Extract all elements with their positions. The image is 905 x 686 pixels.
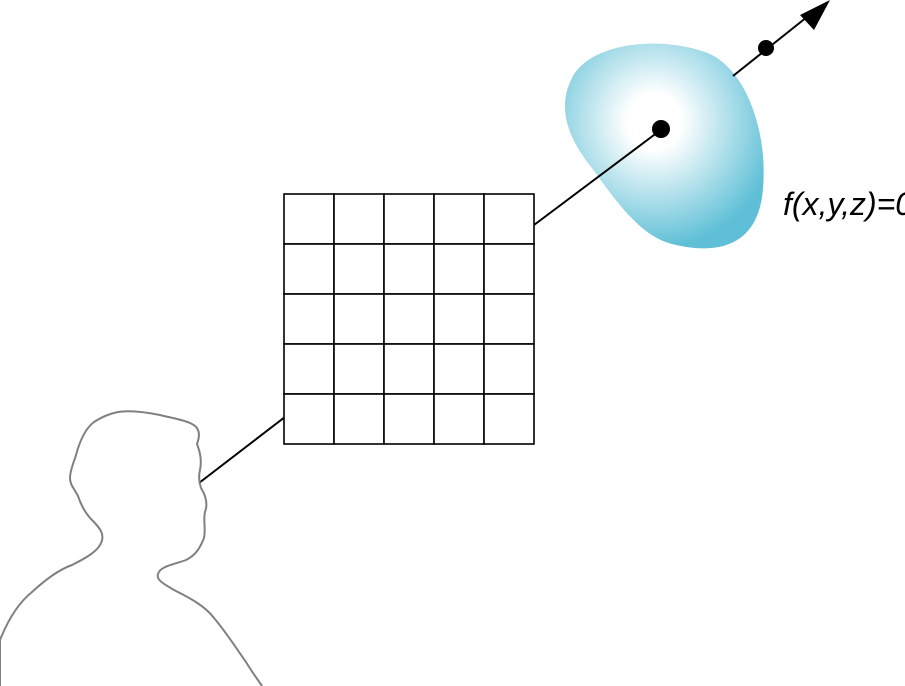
grid-cell [483, 293, 535, 345]
grid-cell [433, 343, 485, 395]
grid-cell [483, 343, 535, 395]
grid-cell [383, 293, 435, 345]
grid-cell [433, 243, 485, 295]
grid-cell [383, 393, 435, 445]
implicit-surface-blob [564, 43, 764, 249]
grid-cell [433, 393, 485, 445]
grid-cell [283, 293, 335, 345]
grid-cell [283, 243, 335, 295]
surface-equation-label: f(x,y,z)=0 [783, 186, 905, 222]
ray-arrowhead [800, 0, 830, 30]
grid-cell [483, 243, 535, 295]
grid-cell [283, 393, 335, 445]
grid-cell [433, 293, 485, 345]
grid-cell [333, 243, 385, 295]
grid-cell [283, 193, 335, 245]
grid-cell [333, 193, 385, 245]
grid-cell [383, 193, 435, 245]
viewer-silhouette [0, 410, 263, 686]
grid-cell [333, 293, 385, 345]
grid-cell [333, 343, 385, 395]
grid-cell [433, 193, 485, 245]
grid-cell [383, 343, 435, 395]
grid-cell [333, 393, 385, 445]
grid-cell [383, 243, 435, 295]
pixel-grid [283, 193, 535, 445]
grid-cell [483, 193, 535, 245]
grid-cell [483, 393, 535, 445]
second-point [758, 40, 774, 56]
grid-cell [283, 343, 335, 395]
ray-to-surface [533, 128, 663, 226]
intersection-point [652, 120, 670, 138]
